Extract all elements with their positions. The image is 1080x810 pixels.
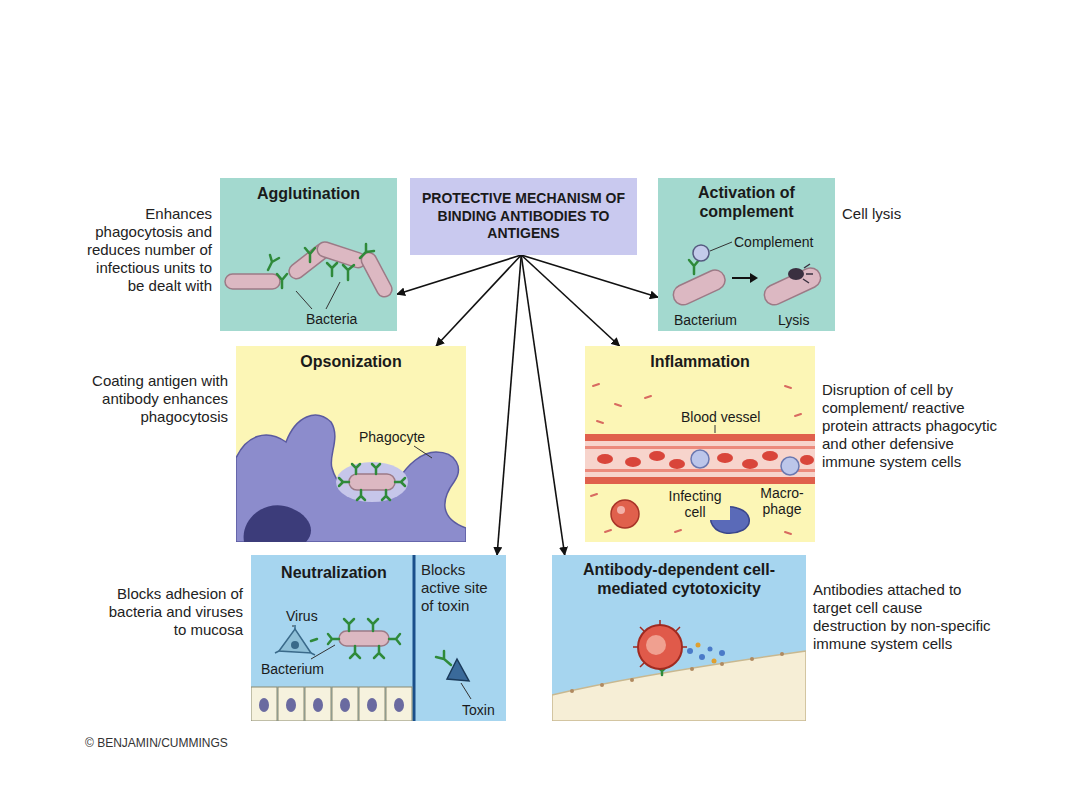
description-text: Disruption of cell by complement/ reacti… — [822, 381, 1002, 471]
text-wrap: Coating antigen with antibody enhances p… — [88, 372, 228, 426]
text-wrap: Opsonization — [240, 352, 462, 371]
description-text: Coating antigen with antibody enhances p… — [88, 372, 228, 426]
copyright-note: © BENJAMIN/CUMMINGS — [85, 736, 228, 750]
method-panel: Antibody-dependent cell-mediated cytotox… — [552, 555, 806, 721]
text-wrap: PROTECTIVE MECHANISM OF BINDING ANTIBODI… — [418, 190, 629, 243]
label-wrap: © BENJAMIN/CUMMINGS — [85, 733, 228, 751]
panel-heading: Opsonization — [240, 352, 462, 371]
label-wrap: Infecting cell — [660, 488, 730, 520]
text-wrap: Antibodies attached to target cell cause… — [813, 581, 993, 653]
text-wrap: Blocks active site of toxin — [421, 561, 503, 615]
label-wrap: Phagocyte — [358, 428, 426, 446]
method-panel: AgglutinationEnhances phagocytosis and r… — [220, 178, 397, 331]
part-label: Bacterium — [673, 312, 738, 328]
adcc-illustration — [552, 555, 806, 721]
description-text: Blocks active site of toxin — [421, 561, 503, 615]
text-wrap: Neutralization — [259, 563, 409, 582]
method-panel: Activation of complementCell lysisComple… — [658, 178, 835, 331]
part-label: Macro- phage — [755, 485, 809, 517]
panel-heading: Neutralization — [259, 563, 409, 582]
part-label: Lysis — [777, 312, 810, 328]
connector-arrow — [521, 255, 564, 555]
description-text: Antibodies attached to target cell cause… — [813, 581, 993, 653]
panel-heading: Antibody-dependent cell-mediated cytotox… — [556, 560, 802, 598]
part-label: Complement — [733, 234, 814, 250]
label-wrap: Bacterium — [260, 660, 325, 678]
label-wrap: Toxin — [461, 701, 496, 719]
text-wrap: Blocks adhesion of bacteria and viruses … — [103, 585, 243, 639]
panel-heading: Activation of complement — [662, 183, 831, 221]
text-wrap: Disruption of cell by complement/ reacti… — [822, 381, 1002, 471]
part-label: Bacteria — [305, 311, 358, 327]
description-text: Blocks adhesion of bacteria and viruses … — [103, 585, 243, 639]
connector-arrow — [436, 255, 521, 346]
connector-arrow — [521, 255, 619, 346]
part-label: Phagocyte — [358, 429, 426, 445]
part-label: Blood vessel — [680, 409, 761, 425]
description-text: Enhances phagocytosis and reduces number… — [82, 205, 212, 295]
panel-heading: Inflammation — [589, 352, 811, 371]
label-wrap: Bacteria — [305, 310, 358, 328]
method-panel: NeutralizationBlocks adhesion of bacteri… — [251, 555, 506, 721]
connector-arrow — [521, 255, 658, 297]
label-wrap: Bacterium — [673, 311, 738, 329]
label-wrap: Macro- phage — [755, 485, 809, 517]
label-wrap: Blood vessel — [680, 408, 761, 426]
central-title: PROTECTIVE MECHANISM OF BINDING ANTIBODI… — [418, 190, 629, 243]
central-box: PROTECTIVE MECHANISM OF BINDING ANTIBODI… — [410, 178, 637, 255]
text-wrap: Cell lysis — [842, 205, 962, 223]
part-label: Toxin — [461, 702, 496, 718]
part-label: Infecting cell — [660, 488, 730, 520]
description-text: Cell lysis — [842, 205, 962, 223]
label-wrap: Virus — [285, 607, 319, 625]
text-wrap: Enhances phagocytosis and reduces number… — [82, 205, 212, 295]
text-wrap: Antibody-dependent cell-mediated cytotox… — [556, 560, 802, 598]
panel-heading: Agglutination — [224, 184, 393, 203]
label-wrap: Lysis — [777, 311, 810, 329]
opsonization-illustration — [236, 346, 466, 542]
method-panel: OpsonizationCoating antigen with antibod… — [236, 346, 466, 542]
label-wrap: Complement — [733, 233, 814, 251]
part-label: Bacterium — [260, 661, 325, 677]
text-wrap: Inflammation — [589, 352, 811, 371]
part-label: Virus — [285, 608, 319, 624]
text-wrap: Activation of complement — [662, 183, 831, 221]
connector-arrow — [497, 255, 521, 555]
method-panel: InflammationDisruption of cell by comple… — [585, 346, 815, 542]
text-wrap: Agglutination — [224, 184, 393, 203]
